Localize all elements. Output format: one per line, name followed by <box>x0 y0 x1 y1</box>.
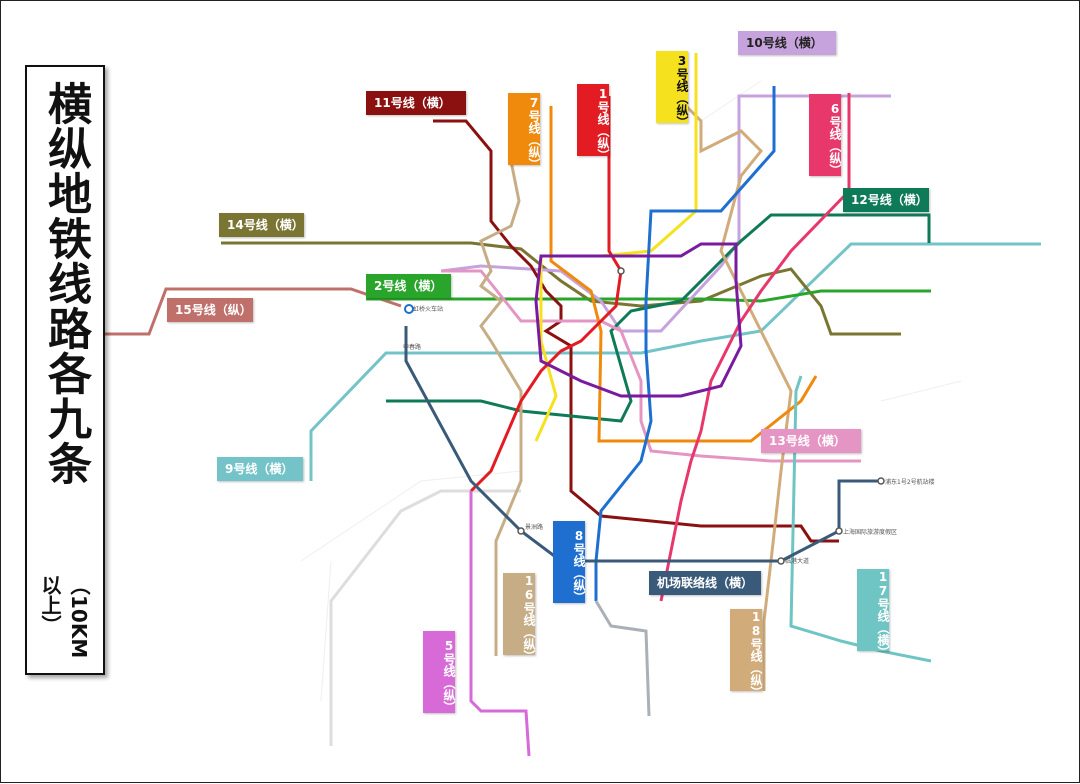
label-line-9: 9号线（横） <box>217 457 303 481</box>
label-line-3: 3号线（纵） <box>656 51 689 128</box>
label-line-airport: 机场联络线（横） <box>649 571 761 595</box>
label-line-6: 6号线（纵） <box>809 94 842 176</box>
line-path-1 <box>469 96 623 493</box>
station-name: 浦东1号2号航站楼 <box>885 478 935 486</box>
page-title: 横纵地铁线路各九条 <box>40 81 91 486</box>
page-subtitle: （10KM以上） <box>38 575 91 659</box>
label-line-18: 18号线（纵） <box>730 609 763 698</box>
label-line-12: 12号线（横） <box>843 188 929 212</box>
line-path-7 <box>549 106 818 443</box>
station-name: 上海国际旅游度假区 <box>843 528 897 536</box>
line-path-8 <box>594 86 776 601</box>
label-line-10: 10号线（横） <box>738 31 836 55</box>
label-line-17: 15号线（纵） <box>167 298 253 322</box>
station-markers <box>404 267 885 565</box>
label-line-13: 13号线（横） <box>761 429 861 453</box>
station-name: 临港大道 <box>785 557 809 565</box>
line-path-5 <box>469 491 531 757</box>
station-name: 虹桥火车站 <box>413 305 443 313</box>
line-path-16 <box>789 375 932 663</box>
label-line-14: 14号线（横） <box>219 213 304 237</box>
label-line-15: 16号线（纵） <box>503 573 536 662</box>
label-line-1: 1号线（纵） <box>577 84 610 161</box>
line-path-loop <box>534 242 743 398</box>
label-line-8: 8号线（纵） <box>553 521 586 603</box>
label-line-11: 11号线（横） <box>366 91 466 115</box>
line-path-2 <box>366 289 931 303</box>
label-line-2: 2号线（横） <box>366 274 451 298</box>
station-name: 申春路 <box>403 343 421 351</box>
line-path-15 <box>478 160 523 656</box>
label-line-5: 5号线（纵） <box>423 631 456 713</box>
line-path-grey-extension <box>329 489 521 746</box>
line-path-10 <box>440 94 891 333</box>
title-panel: 横纵地铁线路各九条 （10KM以上） <box>25 65 105 675</box>
line-path-13 <box>441 269 861 463</box>
label-line-7: 7号线（纵） <box>508 93 541 170</box>
line-path-9 <box>309 242 1041 481</box>
label-line-16: 17号线（横） <box>857 569 890 658</box>
line-path-6 <box>659 93 851 602</box>
station-name: 景洲路 <box>525 523 543 531</box>
line-path-8-south <box>594 600 651 717</box>
